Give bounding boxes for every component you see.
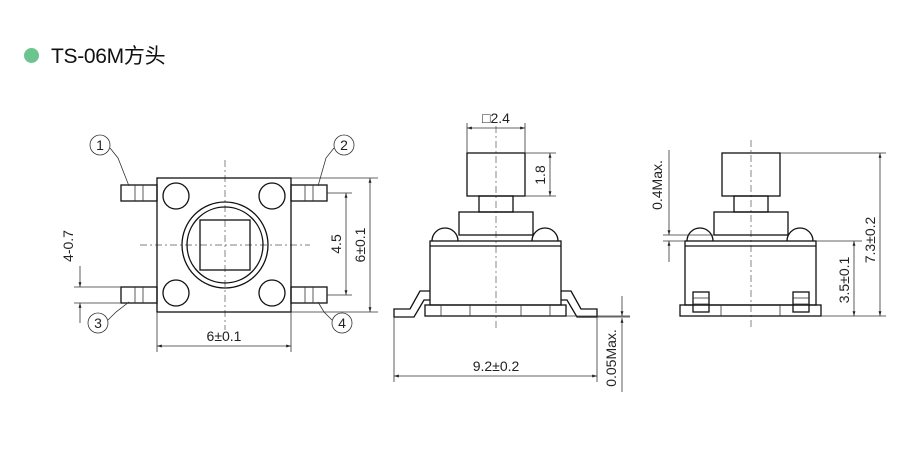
pin-label-3: 3 — [94, 315, 102, 331]
corner-hole — [162, 182, 190, 210]
dim-total-height-label: 7.3±0.2 — [862, 216, 878, 263]
pin-label-2: 2 — [340, 137, 348, 153]
dim-pin-pitch: 4.5 — [327, 192, 352, 296]
pin-label-4: 4 — [338, 315, 346, 331]
front-bump-left — [431, 227, 459, 242]
pin-callout-4: 4 — [317, 301, 353, 334]
dim-actuator-height-label: 1.8 — [532, 165, 548, 185]
dim-top-width: 6±0.1 — [156, 312, 292, 352]
corner-hole — [258, 279, 286, 307]
top-view-body — [156, 177, 292, 313]
front-cap — [458, 211, 534, 236]
dim-lead-offset-label: 0.05Max. — [603, 329, 619, 387]
top-view: 1 2 3 4 6±0.1 6±0 — [60, 134, 378, 352]
pin-label-1: 1 — [96, 137, 104, 153]
dim-actuator-square: □2.4 — [466, 110, 526, 153]
side-terminal-right — [792, 291, 810, 313]
pin-callout-2: 2 — [317, 134, 355, 187]
pin-top-right — [290, 184, 328, 202]
actuator-inner-ring — [186, 206, 264, 284]
corner-hole — [258, 182, 286, 210]
front-bump-right — [531, 227, 559, 242]
side-bump-left — [686, 227, 714, 242]
front-body — [429, 240, 562, 306]
front-base — [424, 304, 567, 317]
side-terminal-left — [692, 291, 710, 313]
dim-lead-offset: 0.05Max. — [566, 296, 630, 392]
dim-top-offset: 0.4Max. — [649, 150, 714, 262]
dim-total-height: 7.3±0.2 — [780, 152, 886, 316]
front-lead-left — [393, 290, 430, 318]
dim-top-offset-label: 0.4Max. — [649, 160, 665, 210]
corner-hole — [162, 279, 190, 307]
title-row: TS-06M方头 — [24, 40, 166, 70]
front-lead-right — [561, 290, 598, 318]
dim-overall-width-label: 9.2±0.2 — [473, 358, 520, 374]
dim-top-height: 6±0.1 — [291, 177, 378, 313]
dim-overall-width: 9.2±0.2 — [393, 317, 598, 382]
dim-pin-width-label: 4-0.7 — [60, 230, 76, 262]
dim-top-height-label: 6±0.1 — [352, 227, 368, 262]
pin-bottom-left — [120, 286, 158, 304]
side-body — [684, 240, 817, 306]
page-title: TS-06M方头 — [51, 45, 166, 68]
pin-bottom-right — [290, 286, 328, 304]
dim-pin-width: 4-0.7 — [60, 230, 121, 323]
side-cap — [713, 211, 789, 236]
pin-top-left — [120, 184, 158, 202]
bullet-dot — [24, 47, 39, 63]
side-base — [679, 304, 822, 317]
dim-body-height: 3.5±0.1 — [816, 240, 886, 317]
actuator-outer-ring — [181, 201, 269, 289]
pin-callout-1: 1 — [89, 134, 130, 187]
actuator-square — [199, 219, 251, 271]
dim-top-width-label: 6±0.1 — [207, 328, 242, 344]
dim-pin-pitch-label: 4.5 — [328, 234, 344, 254]
dim-actuator-height: 1.8 — [525, 152, 556, 197]
pin-callout-3: 3 — [87, 301, 130, 334]
side-view: 0.4Max. 3.5±0.1 7.3±0.2 — [649, 140, 886, 330]
dim-actuator-square-label: □2.4 — [482, 110, 510, 126]
front-view: □2.4 1.8 9.2±0.2 0.05Max. — [393, 110, 630, 392]
dim-body-height-label: 3.5±0.1 — [836, 256, 852, 303]
side-bump-right — [786, 227, 814, 242]
